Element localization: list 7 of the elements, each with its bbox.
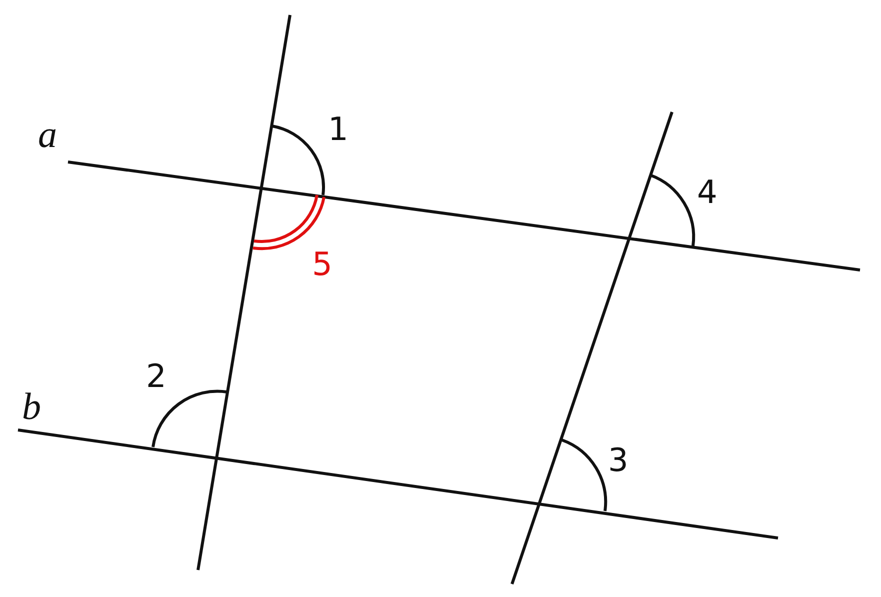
angle-number: 5 bbox=[312, 248, 332, 280]
line-label: b bbox=[22, 388, 41, 426]
angle-number: 4 bbox=[697, 176, 718, 208]
angle-number: 3 bbox=[608, 444, 628, 476]
angle-number: 2 bbox=[146, 360, 166, 392]
angle-number: 1 bbox=[328, 113, 348, 145]
line-label: a bbox=[38, 116, 57, 154]
